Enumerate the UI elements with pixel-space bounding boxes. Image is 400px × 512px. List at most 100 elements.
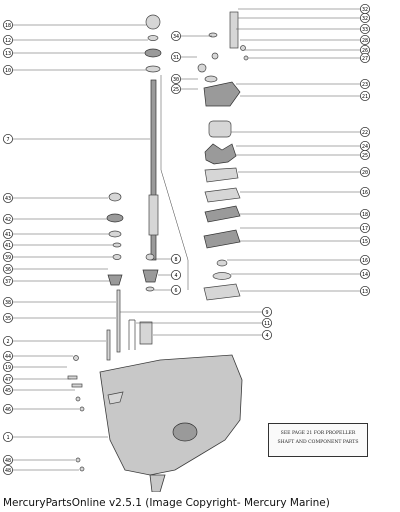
callout-right-0: 32 [238, 4, 370, 14]
callout-left-6: 42 [3, 213, 107, 224]
callout-label: 27 [362, 56, 368, 62]
left-nut [112, 254, 122, 260]
callout-label: 16 [362, 258, 368, 264]
pinion-gear [107, 274, 123, 286]
callout-left-16: 19 [3, 361, 67, 372]
bolt-19 [67, 375, 78, 380]
callout-label: 10 [5, 68, 11, 74]
callout-right-8: 22 [231, 127, 370, 138]
plate-1 [204, 187, 241, 203]
callout-right-16: 16 [227, 254, 370, 265]
center-washer [145, 286, 155, 292]
callout-left-22: 48 [3, 464, 79, 475]
bolt-47 [71, 383, 83, 388]
callout-label: 32 [362, 16, 368, 22]
cap-nut [197, 63, 207, 73]
callout-label: 24 [362, 144, 368, 150]
callout-label: 19 [5, 365, 11, 371]
callout-left-1: 12 [3, 35, 148, 46]
callout-right-15: 15 [240, 235, 370, 246]
callout-right-18: 13 [240, 285, 370, 296]
callout-label: 20 [362, 170, 368, 176]
callout-left-10: 36 [3, 263, 108, 274]
callout-label: 35 [5, 316, 11, 322]
bolt-48b [79, 466, 85, 472]
stud-long [116, 289, 121, 353]
callout-label: 21 [362, 94, 368, 100]
callout-right-11: 20 [238, 166, 370, 177]
callout-label: 1 [6, 435, 9, 441]
callout-label: 8 [174, 257, 177, 263]
callout-left-21: 48 [3, 454, 75, 465]
exploded-parts-diagram: 1812131074342414139363738352441947454614… [3, 4, 370, 492]
top-ring [147, 35, 159, 41]
callout-right-10: 25 [236, 149, 370, 160]
callout-label: 48 [5, 468, 11, 474]
callout-right-2: 33 [236, 23, 370, 34]
callout-left-19: 46 [3, 403, 79, 414]
callout-left-5: 43 [3, 192, 108, 203]
callout-label: 44 [5, 354, 11, 360]
seal-ring [216, 259, 228, 267]
callout-left-15: 44 [3, 350, 73, 361]
callout-label: 30 [173, 77, 179, 83]
callout-center-2: 30 [170, 74, 198, 85]
callout-left-4: 7 [3, 133, 150, 144]
callout-label: 47 [5, 377, 11, 383]
callout-left-20: 1 [3, 431, 108, 442]
note-line-1: SEE PAGE 21 FOR PROPELLER [280, 431, 356, 436]
callout-right-12: 16 [240, 186, 370, 197]
callout-label: 12 [5, 38, 11, 44]
callout-center-6: 6 [154, 284, 181, 295]
callout-label: 13 [5, 51, 11, 57]
guide-line [160, 75, 189, 290]
callout-label: 7 [6, 137, 9, 143]
callout-right-1: 32 [238, 12, 370, 23]
bolt-48a [75, 457, 81, 463]
callout-right-9: 24 [236, 140, 370, 151]
o-ring-large [212, 272, 232, 280]
cap-bushing [211, 52, 219, 60]
callout-center-5: 4 [158, 269, 181, 280]
callout-label: 28 [362, 38, 368, 44]
gear-housing [99, 354, 243, 476]
callout-center-7: 9 [120, 306, 272, 317]
callout-right-4: 26 [244, 45, 370, 56]
cap-washer [204, 75, 218, 83]
callout-label: 37 [5, 279, 11, 285]
housing-anode [107, 391, 124, 405]
shift-rod [128, 319, 136, 350]
callout-left-9: 39 [3, 251, 113, 262]
callout-left-18: 45 [3, 384, 75, 395]
callout-right-3: 28 [240, 35, 370, 46]
callout-label: 48 [5, 458, 11, 464]
top-cap [145, 14, 161, 30]
gasket-1 [204, 167, 239, 183]
housing-skeg [149, 474, 166, 492]
callout-label: 2 [6, 339, 9, 345]
image-caption: MercuryPartsOnline v2.5.1 (Image Copyrig… [3, 497, 330, 509]
callout-label: 22 [362, 130, 368, 136]
callout-label: 18 [362, 212, 368, 218]
screw-small [240, 45, 246, 51]
callout-center-0: 34 [170, 30, 212, 41]
callout-label: 42 [5, 217, 11, 223]
shift-bracket [139, 321, 153, 345]
callout-label: 25 [173, 87, 179, 93]
callout-label: 14 [362, 272, 368, 278]
left-gear-bearing [106, 213, 124, 223]
left-bearing [108, 192, 122, 202]
pump-insert [208, 120, 232, 138]
left-race [108, 230, 122, 238]
callout-right-6: 23 [236, 79, 370, 90]
callout-label: 17 [362, 226, 368, 232]
callout-left-13: 35 [3, 312, 116, 323]
callout-label: 31 [173, 55, 179, 61]
callout-label: 43 [5, 196, 11, 202]
callout-right-14: 17 [240, 222, 370, 233]
o-ring-top [208, 32, 218, 38]
callout-label: 4 [265, 333, 268, 339]
pump-base [203, 81, 241, 107]
callout-center-3: 25 [170, 84, 198, 95]
callout-label: 34 [173, 34, 179, 40]
